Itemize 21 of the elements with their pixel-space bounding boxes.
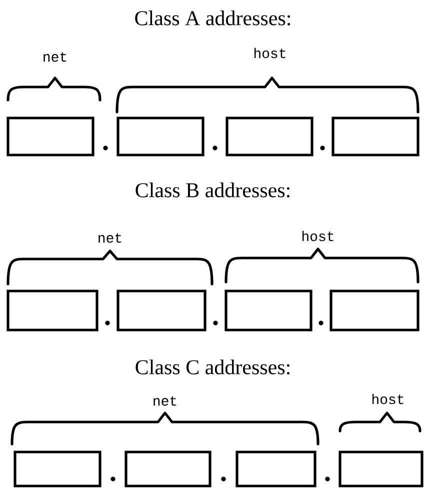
class-heading: Class A addresses: — [135, 10, 290, 26]
address-byte-box — [6, 290, 98, 332]
class-heading: Class B addresses: — [136, 182, 290, 198]
address-byte-box — [6, 116, 94, 156]
field-label: net — [154, 396, 176, 406]
address-byte-box — [226, 116, 314, 156]
field-label: host — [372, 394, 404, 404]
field-label: net — [44, 52, 66, 62]
address-byte-box — [116, 116, 204, 156]
field-label: net — [98, 233, 122, 243]
address-byte-box — [116, 290, 206, 332]
address-byte-box — [224, 290, 312, 332]
address-byte-box — [330, 290, 420, 332]
address-byte-box — [332, 116, 420, 156]
address-byte-box — [124, 450, 212, 488]
field-label: host — [254, 48, 286, 58]
address-byte-box — [14, 450, 102, 488]
address-byte-box — [338, 450, 424, 488]
address-byte-box — [236, 450, 316, 488]
field-label: host — [302, 230, 334, 242]
class-heading: Class C addresses: — [136, 360, 290, 374]
